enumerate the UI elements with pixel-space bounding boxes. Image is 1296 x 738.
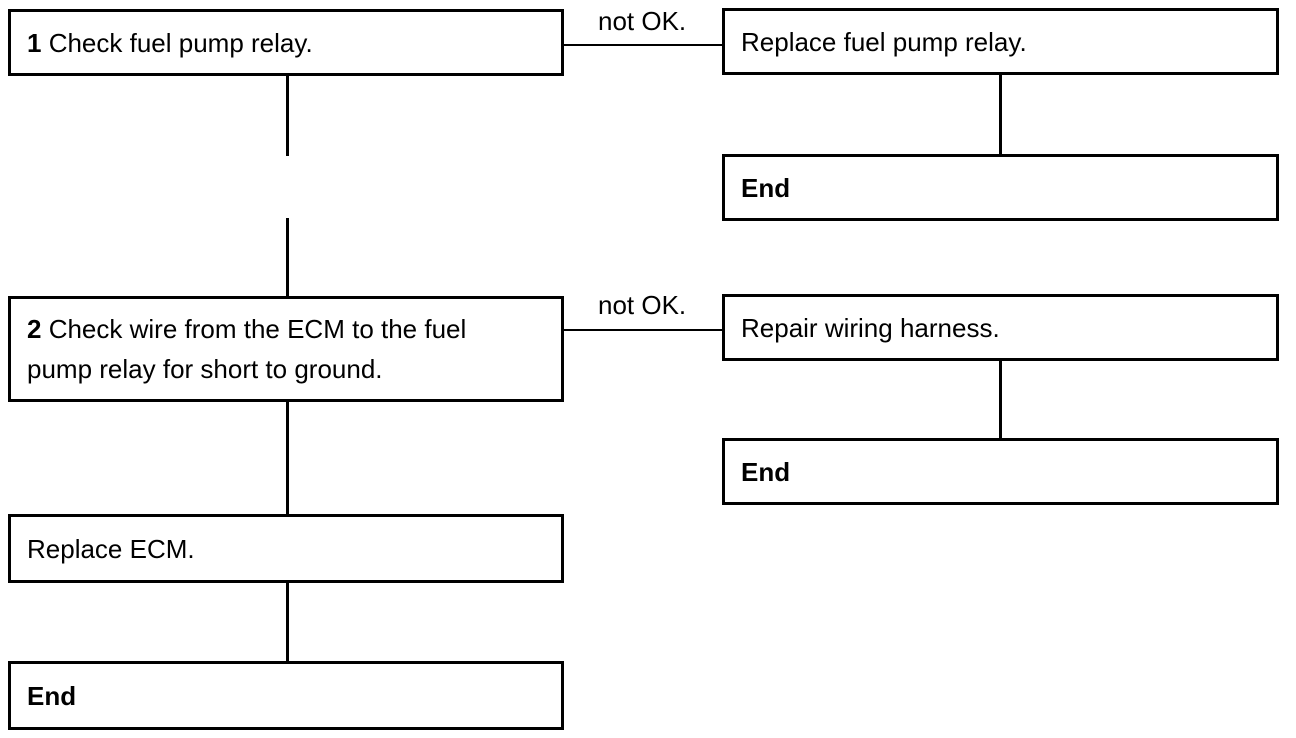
connector-step2-to-replace-ecm	[286, 400, 289, 516]
step1-text: Check fuel pump relay.	[48, 27, 313, 58]
connector-replace-ecm-to-end	[286, 581, 289, 663]
connector-branch1-action-to-end	[999, 74, 1002, 155]
connector-step2-to-branch2	[562, 329, 724, 331]
main-end-box: End	[8, 661, 564, 730]
main-end-text: End	[27, 680, 77, 711]
connector-branch2-action-to-end	[999, 359, 1002, 440]
branch1-end-box: End	[722, 154, 1279, 221]
branch1-action-box: Replace fuel pump relay.	[722, 8, 1279, 75]
branch2-condition-label: not OK.	[598, 290, 687, 320]
branch2-end-box: End	[722, 438, 1279, 505]
branch1-action-text: Replace fuel pump relay.	[741, 26, 1027, 57]
step2-box: 2 Check wire from the ECM to the fuel pu…	[8, 296, 564, 402]
step2-number: 2	[27, 314, 49, 344]
branch2-action-box: Repair wiring harness.	[722, 294, 1279, 361]
connector-step1-to-branch1	[562, 44, 724, 46]
step2-text-line1: Check wire from the ECM to the fuel	[48, 314, 467, 344]
branch2-end-text: End	[741, 456, 791, 487]
connector-step1-to-step2-lower	[286, 218, 289, 298]
connector-step1-to-step2-upper	[286, 74, 289, 156]
branch1-end-text: End	[741, 172, 791, 203]
branch1-condition-label: not OK.	[598, 6, 687, 36]
replace-ecm-text: Replace ECM.	[27, 533, 195, 564]
replace-ecm-box: Replace ECM.	[8, 514, 564, 583]
branch2-action-text: Repair wiring harness.	[741, 312, 1000, 343]
step1-number: 1	[27, 27, 49, 58]
step1-box: 1 Check fuel pump relay.	[8, 9, 564, 76]
step2-text-line2: pump relay for short to ground.	[27, 354, 383, 384]
